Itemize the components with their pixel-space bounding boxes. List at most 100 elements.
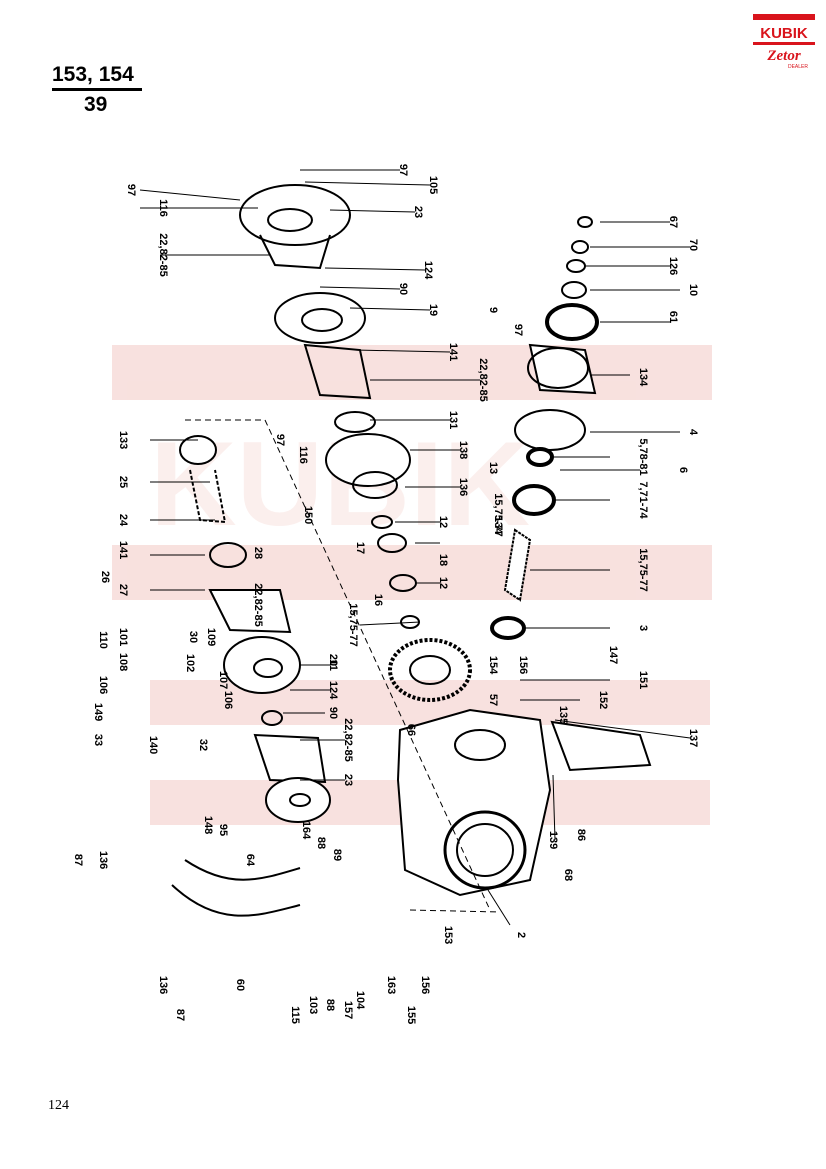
part-label: 22,82-85: [252, 583, 264, 626]
part-label: 87: [174, 1009, 186, 1021]
part-label: 108: [117, 653, 129, 671]
part-label: 147: [607, 646, 619, 664]
part-label: 97: [512, 324, 524, 336]
part-label: 88: [324, 999, 336, 1011]
part-label: 105: [427, 176, 439, 194]
part-label: 27: [117, 584, 129, 596]
part-label: 124: [422, 261, 434, 280]
part-label: 156: [419, 976, 431, 994]
part-label: 124: [327, 681, 339, 700]
part-label: 110: [97, 631, 109, 649]
part-label: 87: [72, 854, 84, 866]
part-label: 60: [234, 979, 246, 991]
part-label: 22,82-85: [477, 358, 489, 401]
part-label: 126: [667, 257, 679, 275]
part-label: 141: [117, 541, 129, 559]
part-label: 61: [667, 311, 679, 323]
part-label: 22,82-85: [342, 718, 354, 761]
part-label: 88: [315, 837, 327, 849]
part-label: 154: [487, 656, 499, 675]
part-label: 150: [302, 506, 314, 524]
main-housing-2: [396, 708, 652, 897]
part-label: 134: [492, 516, 504, 535]
part-label: 33: [92, 734, 104, 746]
part-label: 135: [557, 706, 569, 724]
part-label: 149: [92, 703, 104, 721]
part-label: 106: [97, 676, 109, 694]
brand-logo: KUBIK Zetor DEALER: [752, 10, 816, 72]
part-label: 95: [217, 824, 229, 836]
header-rule: [52, 88, 142, 91]
part-label: 164: [300, 821, 312, 840]
part-label: 136: [457, 478, 469, 496]
brand-top-text: KUBIK: [760, 25, 808, 42]
part-label: 25: [117, 476, 129, 488]
part-label: 10: [687, 284, 699, 296]
part-label: 136: [157, 976, 169, 994]
part-label: 102: [184, 654, 196, 672]
part-label: 7,71-74: [637, 481, 649, 519]
part-label: 4: [687, 429, 699, 436]
part-label: 57: [487, 694, 499, 706]
part-label: 97: [397, 164, 409, 176]
upper-cover-23: [239, 184, 351, 270]
bevel-gear-11: [388, 638, 472, 702]
part-label: 23: [412, 206, 424, 218]
part-label: 90: [327, 707, 339, 719]
part-label: 6: [677, 467, 689, 473]
part-label: 15,75-77: [347, 603, 359, 646]
part-label: 11: [327, 659, 339, 671]
part-label: 106: [222, 691, 234, 709]
part-label: 64: [244, 854, 256, 867]
part-label: 104: [354, 991, 366, 1010]
part-label: 86: [575, 829, 587, 841]
part-label: 24: [117, 514, 129, 527]
part-label: 138: [457, 441, 469, 459]
part-label: 30: [187, 631, 199, 643]
part-label: 151: [637, 671, 649, 689]
part-label: 15,75-77: [637, 548, 649, 591]
brand-script-text: Zetor: [766, 48, 800, 64]
part-label: 157: [342, 1001, 354, 1019]
part-label: 12: [437, 516, 449, 528]
part-label: 136: [97, 851, 109, 869]
model-codes: 153, 154: [52, 63, 134, 86]
brand-sub-text: DEALER: [788, 64, 808, 70]
part-label: 5,78-81: [637, 438, 649, 475]
part-label: 140: [147, 736, 159, 754]
part-label: 90: [397, 283, 409, 295]
page-number: 124: [48, 1098, 69, 1113]
left-cover-assembly: [179, 435, 331, 823]
part-label: 19: [427, 304, 439, 316]
part-label: 155: [405, 1006, 417, 1024]
part-label: 115: [289, 1006, 301, 1024]
part-label: 109: [205, 628, 217, 646]
part-label: 68: [562, 869, 574, 881]
part-label: 13: [487, 462, 499, 474]
watermark: KUBIK: [112, 345, 712, 825]
part-label: 2: [515, 932, 527, 938]
part-label: 3: [637, 625, 649, 631]
part-label: 134: [637, 368, 649, 387]
part-label: 131: [447, 411, 459, 429]
part-label: 17: [354, 542, 366, 554]
part-label: 141: [447, 343, 459, 361]
part-label: 116: [297, 446, 309, 464]
part-label: 20: [327, 654, 339, 666]
part-label: 153: [442, 926, 454, 944]
part-label: 66: [405, 724, 417, 736]
part-label: 156: [517, 656, 529, 674]
hose-lines-60-64: [171, 859, 301, 917]
part-label: 28: [252, 547, 264, 559]
section-number: 39: [84, 93, 108, 116]
right-shaft-parts: [490, 216, 599, 640]
part-label: 18: [437, 554, 449, 566]
part-label: 16: [372, 594, 384, 606]
part-label: 23: [342, 774, 354, 786]
part-label: 26: [99, 571, 111, 583]
part-label: 70: [687, 239, 699, 251]
part-label: 15,75-77: [492, 493, 504, 536]
leader-lines: [139, 169, 691, 926]
part-label: 89: [331, 849, 343, 861]
